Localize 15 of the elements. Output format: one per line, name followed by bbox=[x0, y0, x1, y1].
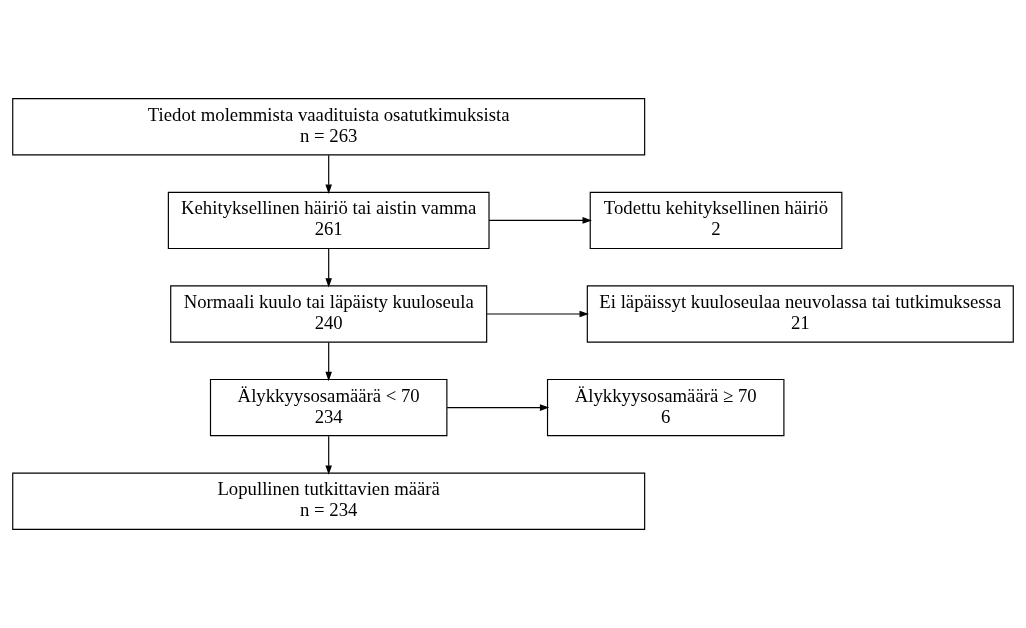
node-box: Lopullinen tutkittavien määrä n = 234 bbox=[12, 472, 646, 530]
arrow bbox=[325, 154, 332, 194]
arrow bbox=[325, 248, 332, 288]
node-box: Älykkyysosamäärä ≥ 70 6 bbox=[546, 378, 785, 437]
node-box: Ei läpäissyt kuuloseulaa neuvolassa tai tutkimuksessa 21 bbox=[586, 285, 1014, 343]
arrow bbox=[486, 310, 589, 318]
arrow bbox=[488, 217, 592, 224]
node-box: Todettu kehityksellinen häiriö 2 bbox=[589, 191, 843, 250]
node-box: Älykkyysosamäärä < 70 234 bbox=[209, 378, 448, 437]
node-box: Kehityksellinen häiriö tai aistin vamma 261 bbox=[167, 191, 490, 250]
node-box: Tiedot molemmista vaadituista osatutkimuksista n = 263 bbox=[12, 98, 646, 156]
arrow bbox=[325, 341, 332, 382]
node-box: Normaali kuulo tai läpäisty kuuloseula 240 bbox=[170, 285, 488, 343]
arrow bbox=[325, 435, 332, 475]
arrow bbox=[446, 404, 550, 411]
